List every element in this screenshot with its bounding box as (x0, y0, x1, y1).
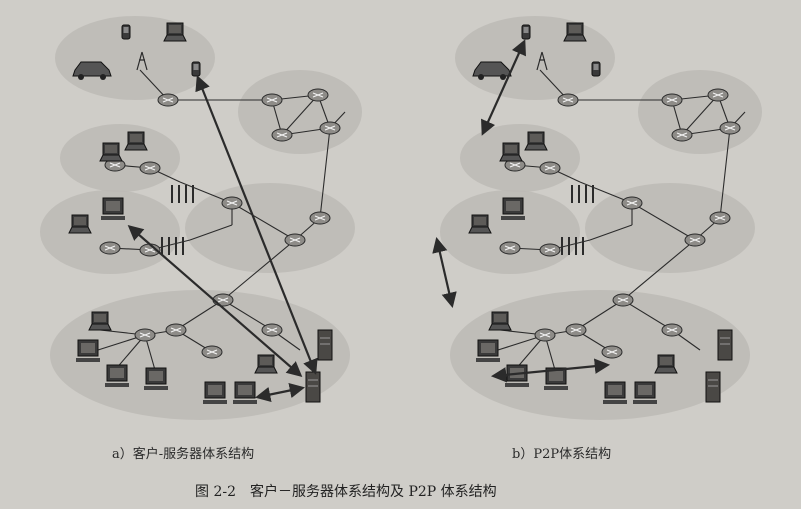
peer-to-peer-arrow (490, 358, 611, 383)
router-icon (671, 128, 693, 142)
router-icon (212, 293, 234, 307)
network-cloud (238, 70, 362, 154)
router-icon (557, 93, 579, 107)
link-line (589, 224, 633, 241)
wireless-antenna-icon (171, 185, 194, 203)
figure-number: 图 2-2 (195, 484, 236, 500)
laptop-icon (99, 142, 123, 162)
network-cloud (585, 183, 755, 273)
router-icon (534, 328, 556, 342)
server-icon (717, 329, 733, 361)
router-icon (261, 323, 283, 337)
link-line (681, 94, 719, 136)
network-cloud (455, 16, 615, 100)
figure-caption: 图 2-2 客户－服务器体系结构及 P2P 体系结构 (195, 481, 511, 501)
desktop-computer-icon (144, 367, 168, 390)
router-icon (99, 241, 121, 255)
router-icon (707, 88, 729, 102)
router-icon (201, 345, 223, 359)
laptop-icon (468, 214, 492, 234)
desktop-computer-icon (633, 381, 657, 404)
wireless-antenna-icon (571, 185, 594, 203)
router-icon (221, 196, 243, 210)
desktop-computer-icon (233, 381, 257, 404)
router-icon (539, 161, 561, 175)
router-icon (284, 233, 306, 247)
router-icon (612, 293, 634, 307)
link-line (622, 299, 673, 331)
link-line (631, 202, 696, 241)
router-icon (499, 241, 521, 255)
mobile-phone-icon (521, 24, 531, 40)
laptop-icon (654, 354, 678, 374)
laptop-icon (88, 311, 112, 331)
desktop-computer-icon (203, 381, 227, 404)
router-icon (661, 93, 683, 107)
mobile-phone-icon (591, 61, 601, 77)
router-icon (539, 243, 561, 257)
link-line (719, 127, 731, 219)
router-icon (719, 121, 741, 135)
desktop-computer-icon (101, 197, 125, 220)
panel-a-caption: a）客户-服务器体系结构 (112, 447, 255, 462)
link-line (575, 299, 624, 331)
wireless-antenna-icon (561, 237, 584, 255)
laptop-icon (124, 131, 148, 151)
router-icon (565, 323, 587, 337)
client-server-arrow (127, 224, 303, 378)
laptop-icon (163, 22, 187, 42)
desktop-computer-icon (603, 381, 627, 404)
router-icon (307, 88, 329, 102)
peer-to-peer-arrow (432, 236, 457, 309)
router-icon (684, 233, 706, 247)
client-server-arrow (254, 382, 306, 403)
network-cloud (450, 290, 750, 420)
panel-b-caption: b）P2P体系结构 (512, 447, 612, 462)
desktop-computer-icon (476, 339, 500, 362)
laptop-icon (563, 22, 587, 42)
router-icon (601, 345, 623, 359)
router-icon (157, 93, 179, 107)
cell-tower-icon (136, 51, 148, 71)
figure-title: 客户－服务器体系结构及 P2P 体系结构 (250, 484, 497, 500)
network-cloud (638, 70, 762, 154)
desktop-computer-icon (505, 364, 529, 387)
desktop-computer-icon (501, 197, 525, 220)
router-icon (261, 93, 283, 107)
router-icon (661, 323, 683, 337)
router-icon (134, 328, 156, 342)
laptop-icon (488, 311, 512, 331)
car-icon (72, 61, 112, 80)
router-icon (139, 161, 161, 175)
laptop-icon (68, 214, 92, 234)
link-line (622, 239, 696, 301)
link-line (319, 127, 331, 219)
router-icon (271, 128, 293, 142)
laptop-icon (254, 354, 278, 374)
router-icon (709, 211, 731, 225)
laptop-icon (524, 131, 548, 151)
mobile-phone-icon (121, 24, 131, 40)
router-icon (319, 121, 341, 135)
router-icon (309, 211, 331, 225)
mobile-phone-icon (191, 61, 201, 77)
laptop-icon (499, 142, 523, 162)
desktop-computer-icon (76, 339, 100, 362)
server-icon (317, 329, 333, 361)
router-icon (621, 196, 643, 210)
desktop-computer-icon (105, 364, 129, 387)
network-cloud (55, 16, 215, 100)
server-icon (305, 371, 321, 403)
peer-to-peer-arrow (481, 39, 526, 136)
router-icon (165, 323, 187, 337)
cell-tower-icon (536, 51, 548, 71)
server-icon (705, 371, 721, 403)
